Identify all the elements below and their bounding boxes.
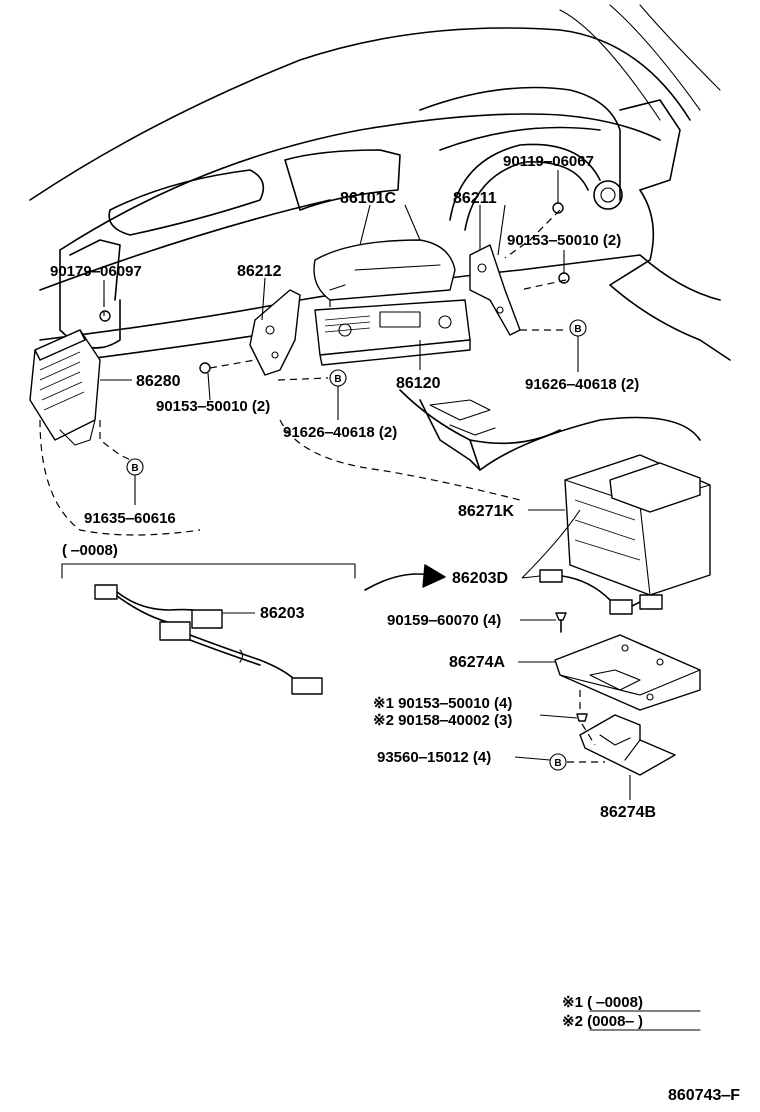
label-86274b: 86274B: [600, 804, 656, 821]
legend: ※1 ( ‒0008) ※2 (0008‒ ): [562, 994, 701, 1031]
attachment-lines: [99, 209, 605, 763]
ref-circle-b-3: B: [126, 458, 144, 476]
part-86280-amplifier: [29, 329, 101, 446]
label-93560-15012: 93560‒15012 (4): [377, 749, 491, 766]
ref-circle-b-2: B: [329, 369, 347, 387]
svg-text:B: B: [131, 463, 138, 474]
label-86211: 86211: [453, 190, 497, 207]
part-86274a-bracket: [554, 634, 701, 711]
label-91635-60616: 91635‒60616: [84, 510, 176, 527]
ref-circle-b-4: B: [549, 753, 567, 771]
part-labels: 90179‒06097 86212 86101C 86211 90119‒060…: [50, 153, 656, 821]
label-90119-06067: 90119‒06067: [503, 153, 594, 170]
svg-text:B: B: [334, 374, 341, 385]
label-90153-50010-right: 90153‒50010 (2): [507, 232, 621, 249]
label-86212: 86212: [237, 263, 282, 280]
svg-text:B: B: [574, 324, 581, 335]
svg-text:B: B: [554, 758, 561, 769]
part-86212-bracket: [249, 289, 301, 376]
part-86271k-unit: [564, 454, 711, 596]
part-86274b-bracket: [579, 714, 676, 776]
part-86211-bracket: [469, 244, 521, 336]
leader-lines: [100, 170, 631, 800]
label-86280: 86280: [136, 373, 181, 390]
label-86271k: 86271K: [458, 503, 514, 520]
label-90153-50010-s1: ※1 90153‒50010 (4): [373, 695, 512, 712]
label-86101c: 86101C: [340, 190, 396, 207]
dashboard-outline: [29, 4, 731, 536]
label-90158-40002-s2: ※2 90158‒40002 (3): [373, 712, 512, 729]
label-86203d: 86203D: [452, 570, 508, 587]
label-90159-60070: 90159‒60070 (4): [387, 612, 501, 629]
figure-id: 860743‒F: [668, 1087, 740, 1104]
ref-circle-b-1: B: [569, 319, 587, 337]
label-bracket-range: ( ‒0008): [62, 542, 118, 559]
part-86120: [314, 299, 471, 366]
part-86203d-harness: [539, 569, 663, 615]
label-91626-40618-left: 91626‒40618 (2): [283, 424, 397, 441]
part-86101c: [313, 239, 456, 301]
legend-line-2: ※2 (0008‒ ): [562, 1013, 643, 1030]
label-86120: 86120: [396, 375, 441, 392]
fasteners: [99, 202, 588, 722]
label-91626-40618-right: 91626‒40618 (2): [525, 376, 639, 393]
label-86274a: 86274A: [449, 654, 505, 671]
label-90153-50010-left: 90153‒50010 (2): [156, 398, 270, 415]
part-86203-harness: [61, 563, 446, 695]
label-86203: 86203: [260, 605, 305, 622]
legend-line-1: ※1 ( ‒0008): [562, 994, 643, 1011]
label-90179-06097: 90179‒06097: [50, 263, 142, 280]
